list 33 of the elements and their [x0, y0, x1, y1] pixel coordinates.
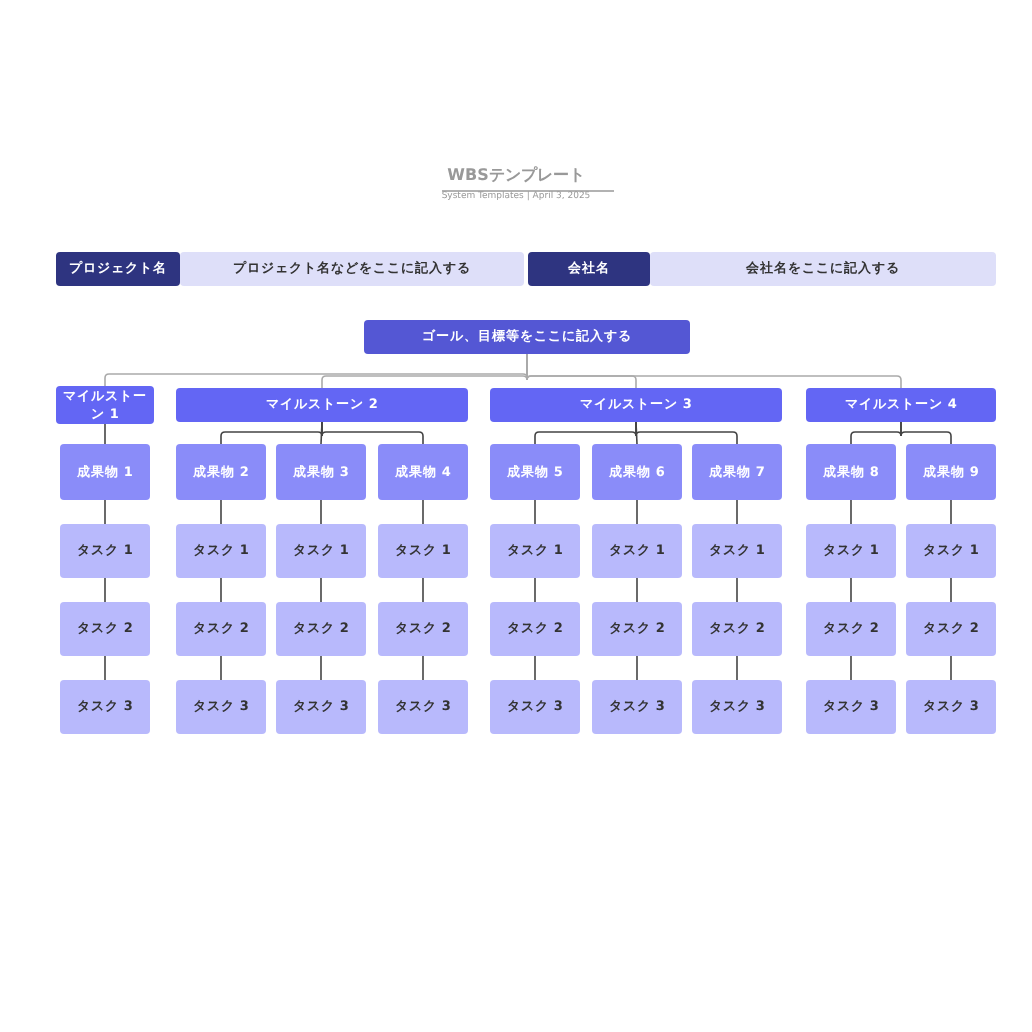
connector-line — [321, 421, 424, 445]
title: WBSテンプレート — [445, 166, 587, 186]
connector-line — [900, 421, 952, 445]
connector-line — [950, 499, 952, 525]
connector-line — [534, 577, 536, 603]
connector-line — [636, 655, 638, 681]
connector-line — [635, 421, 738, 445]
connector-line — [950, 577, 952, 603]
connector-line — [220, 577, 222, 603]
connector-line — [422, 577, 424, 603]
connector-line — [850, 577, 852, 603]
connector-line — [320, 577, 322, 603]
connector-line — [320, 655, 322, 681]
connector-line — [220, 499, 222, 525]
connector-line — [534, 655, 536, 681]
connector-line — [736, 577, 738, 603]
connector-line — [104, 655, 106, 681]
connector-line — [422, 499, 424, 525]
connector-line — [422, 655, 424, 681]
connector-line — [104, 577, 106, 603]
connector-line — [220, 655, 222, 681]
connector-line — [526, 353, 902, 389]
connector-line — [636, 499, 638, 525]
connector-line — [736, 655, 738, 681]
connector-line — [534, 499, 536, 525]
connector-line — [104, 423, 106, 445]
connector-line — [950, 655, 952, 681]
connector-line — [736, 499, 738, 525]
connector-line — [850, 655, 852, 681]
connector-line — [636, 577, 638, 603]
connector-line — [320, 499, 322, 525]
connector-line — [850, 499, 852, 525]
connector-line — [104, 499, 106, 525]
